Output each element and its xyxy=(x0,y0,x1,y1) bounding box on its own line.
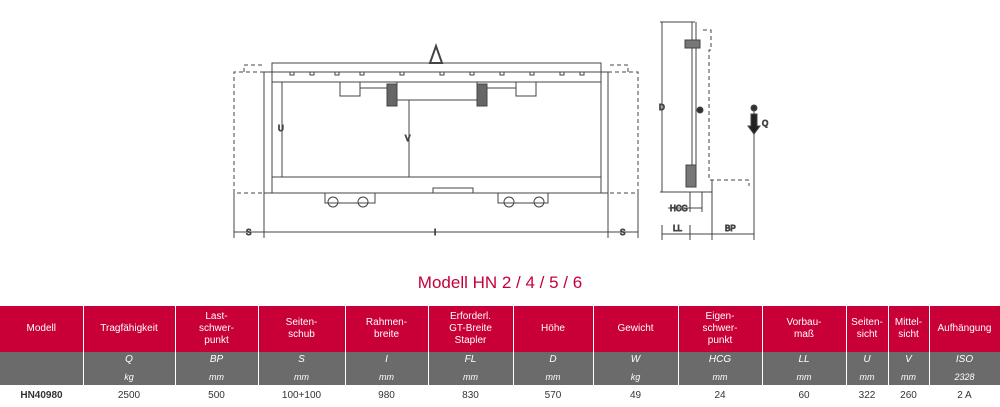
column-symbol: U xyxy=(846,352,889,368)
table-cell: 100+100 xyxy=(281,389,322,401)
model-title: Modell HN 2 / 4 / 5 / 6 xyxy=(417,273,583,292)
table-cell: 24 xyxy=(714,389,726,401)
column-symbol: W xyxy=(593,352,679,368)
table-cell: 2500 xyxy=(117,389,141,401)
column-unit: mm xyxy=(428,368,514,385)
side-view xyxy=(660,21,761,240)
column-header: Mittel- sicht xyxy=(888,306,930,352)
column-symbol: LL xyxy=(762,352,847,368)
column-symbol: Q xyxy=(83,352,176,368)
column-header: Vorbau- maß xyxy=(762,306,847,352)
table-cell: 260 xyxy=(900,389,917,401)
table-cell: 60 xyxy=(798,389,810,401)
dim-label-i: I xyxy=(434,228,436,237)
column-unit: mm xyxy=(175,368,259,385)
column-unit: mm xyxy=(678,368,763,385)
front-view xyxy=(233,42,639,238)
table-cell: HN40980 xyxy=(20,389,63,401)
column-unit: mm xyxy=(846,368,889,385)
column-symbol: V xyxy=(888,352,930,368)
column-header: Last- schwer- punkt xyxy=(175,306,259,352)
column-symbol: HCG xyxy=(678,352,763,368)
column-symbol: S xyxy=(258,352,346,368)
technical-drawing: U V S I S D Q HCG LL BP xyxy=(233,21,769,240)
dim-label-hcg: HCG xyxy=(670,204,688,213)
dim-label-s-left: S xyxy=(246,228,251,237)
table-cell: 830 xyxy=(462,389,479,401)
table-cell: 980 xyxy=(378,389,395,401)
table-cell: 322 xyxy=(858,389,876,401)
column-unit: mm xyxy=(762,368,847,385)
column-symbol: FL xyxy=(428,352,514,368)
column-unit: mm xyxy=(258,368,346,385)
column-symbol xyxy=(0,352,84,368)
column-unit: kg xyxy=(593,368,679,385)
column-header: Eigen- schwer- punkt xyxy=(678,306,763,352)
column-header: Gewicht xyxy=(593,306,679,352)
dim-label-bp: BP xyxy=(725,224,736,233)
dim-label-v: V xyxy=(405,134,411,143)
column-unit: 2328 xyxy=(929,368,1000,385)
column-unit: mm xyxy=(345,368,429,385)
column-header: Höhe xyxy=(513,306,594,352)
table-cell: 570 xyxy=(544,389,562,401)
column-header: Rahmen- breite xyxy=(345,306,429,352)
dim-label-u: U xyxy=(278,124,284,133)
column-symbol: BP xyxy=(175,352,259,368)
table-cell: 500 xyxy=(208,389,225,401)
column-header: Seiten- schub xyxy=(258,306,346,352)
table-cell: 2 A xyxy=(957,389,972,401)
column-unit xyxy=(0,368,84,385)
dim-label-ll: LL xyxy=(673,224,682,233)
table-row: HN40980 2500 500 100+100 980 830 570 49 24 60 322 2… xyxy=(0,385,1000,405)
column-unit: kg xyxy=(83,368,176,385)
column-header: Tragfähigkeit xyxy=(83,306,176,352)
dim-label-d: D xyxy=(659,103,665,112)
load-label-q: Q xyxy=(762,119,768,128)
column-symbol: I xyxy=(345,352,429,368)
column-header: Modell xyxy=(0,306,84,352)
column-header: Seiten- sicht xyxy=(846,306,889,352)
column-unit: mm xyxy=(513,368,594,385)
column-header: Erforderl. GT-Breite Stapler xyxy=(428,306,514,352)
column-symbol: D xyxy=(513,352,594,368)
column-header: Aufhängung xyxy=(929,306,1000,352)
table-cell: 49 xyxy=(629,389,642,401)
column-symbol: ISO xyxy=(929,352,1000,368)
dim-label-s-right: S xyxy=(620,228,625,237)
column-unit: mm xyxy=(888,368,930,385)
